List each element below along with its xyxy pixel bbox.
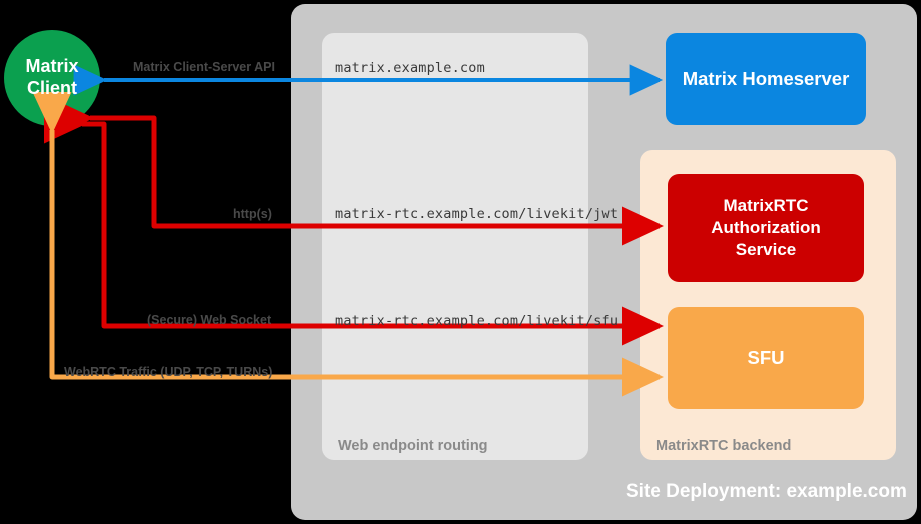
web-endpoint-routing-group (322, 33, 588, 460)
matrixrtc-authorization-service-node[interactable] (668, 174, 864, 282)
matrix-client-node[interactable] (4, 30, 100, 126)
edge-webrtc-traffic (32, 92, 665, 397)
edge-path-webrtc (32, 92, 665, 397)
sfu-node[interactable] (668, 307, 864, 409)
matrix-homeserver-node[interactable] (666, 33, 866, 125)
